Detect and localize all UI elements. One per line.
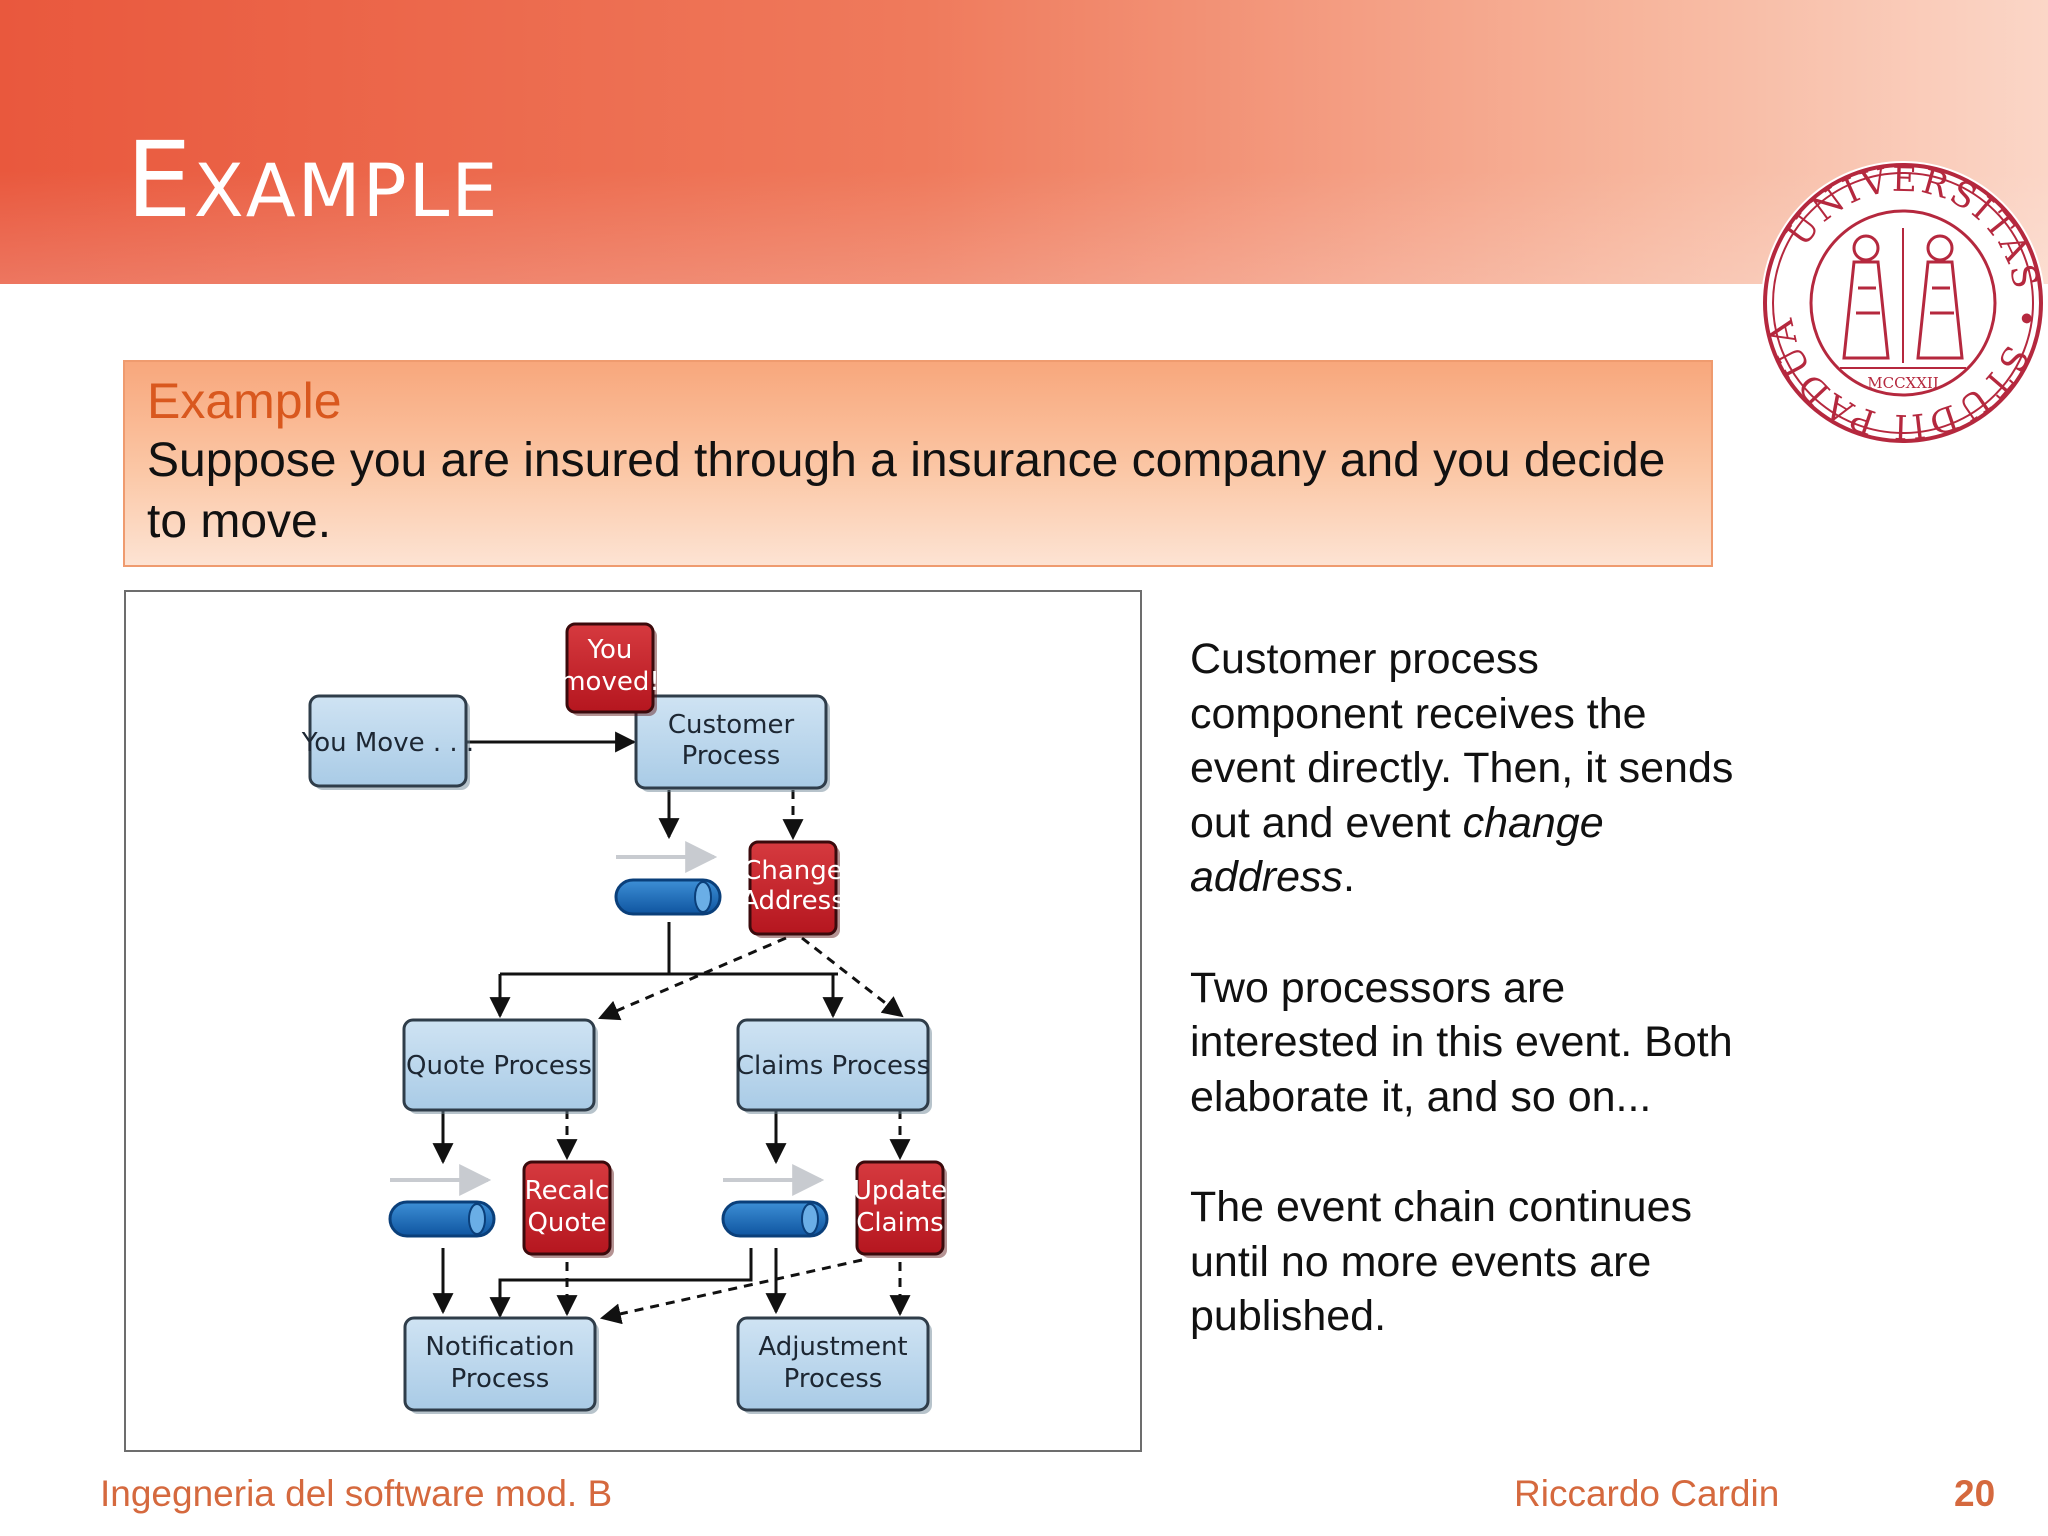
explanation-paragraph-1: Customer process component receives the … [1190,632,1750,905]
page-number: 20 [1954,1473,1996,1514]
customer-process-label-1: Customer [668,710,795,740]
footer-author: Riccardo Cardin [1514,1473,1780,1514]
university-seal-logo: UNIVERSITAS • STUDII PADUANI • MCCXXII [1758,158,2045,446]
explanation-p1-italic: change address [1190,798,1604,902]
update-claims-event-box: Update Claims [853,1160,947,1258]
event-flow-diagram: You Move . . . Customer Process Quote Pr… [124,590,1142,1452]
change-address-label-1: Change [743,856,843,886]
update-claims-label-2: Claims [856,1208,943,1238]
header-band [0,0,2048,284]
adjustment-process-label-1: Adjustment [758,1332,907,1362]
recalc-quote-label-2: Quote [527,1208,606,1238]
footer-course: Ingegneria del software mod. B [100,1473,613,1514]
main-event-channel [614,878,722,916]
claims-process-label: Claims Process [736,1051,930,1081]
you-moved-label-2: moved! [560,667,660,697]
seal-year: MCCXXII [1867,374,1939,392]
header-fade [0,0,2048,284]
you-moved-event-box: You moved! [560,622,660,716]
adjustment-process-label-2: Process [784,1364,883,1394]
recalc-quote-label-1: Recalc [525,1176,610,1206]
you-move-box: You Move . . . [301,694,474,790]
quote-process-box: Quote Process [402,1018,598,1114]
explanation-text: Customer process component receives the … [1190,632,1750,1344]
quote-event-channel [388,1200,496,1238]
explanation-p1-end: . [1342,853,1355,901]
customer-process-box: Customer Process [634,694,830,792]
example-callout: Example Suppose you are insured through … [123,360,1713,567]
change-address-event-box: Change Address [741,840,845,938]
slide-title: Example [126,119,500,241]
notification-process-label-2: Process [451,1364,550,1394]
adjustment-process-box: Adjustment Process [736,1316,932,1414]
claims-event-channel [721,1200,829,1238]
explanation-p1-main: Customer process component receives the … [1190,635,1734,847]
customer-process-label-2: Process [682,741,781,771]
explanation-paragraph-3: The event chain continues until no more … [1190,1183,1692,1340]
you-moved-label-1: You [587,635,633,665]
change-address-label-2: Address [741,886,845,916]
recalc-quote-event-box: Recalc Quote [522,1160,614,1258]
update-claims-label-1: Update [853,1176,947,1206]
quote-process-label: Quote Process [406,1051,592,1081]
callout-text: Suppose you are insured through a insura… [147,434,1666,548]
you-move-label: You Move . . . [301,728,474,758]
claims-process-box: Claims Process [736,1018,932,1114]
callout-heading: Example [147,373,342,429]
notification-process-label-1: Notification [425,1332,574,1362]
notification-process-box: Notification Process [403,1316,599,1414]
explanation-paragraph-2: Two processors are interested in this ev… [1190,963,1733,1121]
